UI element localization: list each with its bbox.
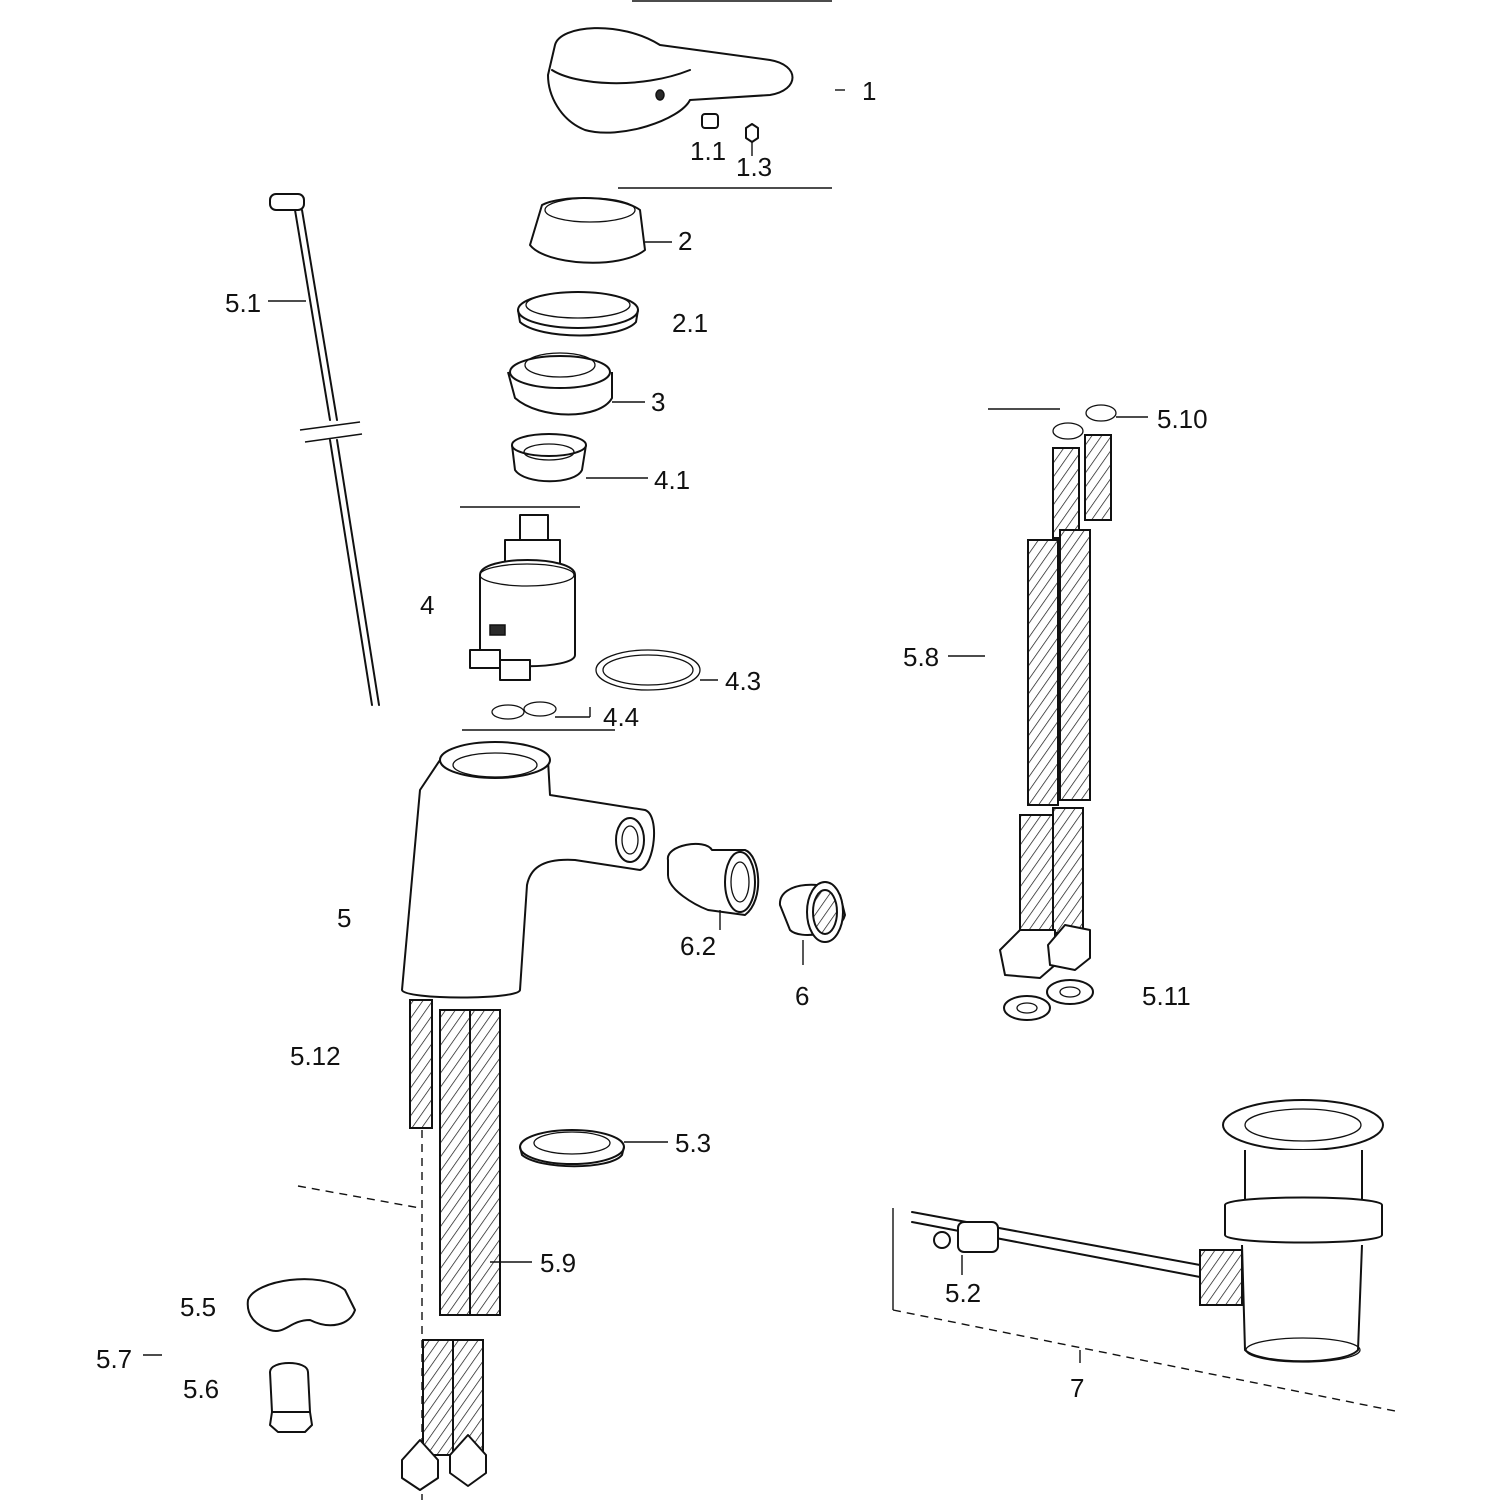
label-5-8: 5.8 [903,642,939,672]
label-5-12: 5.12 [290,1041,341,1071]
label-7: 7 [1070,1373,1084,1403]
o-ring [595,649,718,691]
cartridge-sleeve [511,433,648,483]
flow-regulator [666,842,760,930]
label-2: 2 [678,226,692,256]
horseshoe-washer [246,1278,356,1333]
label-5-5: 5.5 [180,1292,216,1322]
threaded-stud [297,999,433,1500]
aerator [778,881,846,965]
cartridge [460,506,580,681]
label-5-2: 5.2 [945,1278,981,1308]
label-2-1: 2.1 [672,308,708,338]
retaining-ring [517,291,639,337]
label-5-9: 5.9 [540,1248,576,1278]
label-5-6: 5.6 [183,1374,219,1404]
seals [462,701,615,731]
mixer-body [401,741,656,999]
label-3: 3 [651,387,665,417]
label-5-7: 5.7 [96,1344,132,1374]
label-6: 6 [795,981,809,1011]
label-6-2: 6.2 [680,931,716,961]
label-5-3: 5.3 [675,1128,711,1158]
flexible-hoses-body [401,1009,532,1491]
rod-clamp [933,1221,999,1275]
label-4-1: 4.1 [654,465,690,495]
label-4: 4 [420,590,434,620]
label-5-10: 5.10 [1157,404,1208,434]
mounting-ring [519,1129,668,1168]
pop-up-rod [268,193,380,706]
adapter-ring [507,352,645,416]
label-1: 1 [862,76,876,106]
hose-washers [1003,979,1094,1021]
lever-handle [547,0,832,134]
label-5: 5 [337,903,351,933]
grub-screw [701,113,719,129]
fixing-nut [143,1354,313,1433]
label-4-3: 4.3 [725,666,761,696]
cover-cap [529,197,672,264]
connection-hoses [948,404,1148,979]
pop-up-waste [892,1099,1401,1413]
label-5-1: 5.1 [225,288,261,318]
label-1-1: 1.1 [690,136,726,166]
cap-nut-small [745,123,759,156]
label-4-4: 4.4 [603,702,639,732]
label-1-3: 1.3 [736,152,772,182]
label-5-11: 5.11 [1142,981,1191,1011]
